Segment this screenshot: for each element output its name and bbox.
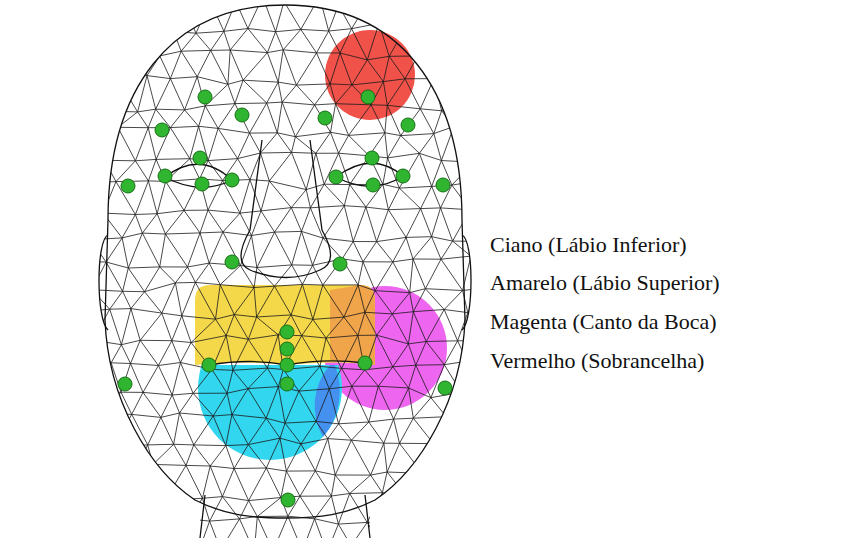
feature-point: [436, 178, 450, 192]
feature-point: [358, 356, 372, 370]
feature-point: [366, 178, 380, 192]
legend-text: Ciano (Lábio Inferior): [490, 230, 687, 260]
feature-point: [401, 118, 415, 132]
feature-point: [193, 151, 207, 165]
feature-point: [280, 325, 294, 339]
legend-text: Amarelo (Lábio Superior): [490, 268, 720, 298]
mesh-lines: [75, 0, 514, 538]
feature-point: [280, 342, 294, 356]
feature-point: [121, 179, 135, 193]
feature-point: [318, 111, 332, 125]
feature-point: [225, 173, 239, 187]
feature-point: [198, 90, 212, 104]
face-outline: [99, 5, 471, 538]
feature-point: [225, 255, 239, 269]
feature-point: [158, 169, 172, 183]
feature-point: [365, 151, 379, 165]
feature-point: [396, 169, 410, 183]
feature-point: [361, 90, 375, 104]
wireframe-mesh: [75, 0, 514, 538]
feature-point: [155, 123, 169, 137]
legend-text: Vermelho (Sobrancelha): [490, 346, 704, 376]
feature-point: [118, 377, 132, 391]
overlap-region: [315, 365, 340, 437]
feature-point: [202, 358, 216, 372]
upper-lip-region: [195, 285, 375, 365]
legend-text: Magenta (Canto da Boca): [490, 307, 717, 337]
feature-point: [333, 257, 347, 271]
feature-point: [438, 381, 452, 395]
feature-points: [118, 90, 452, 507]
feature-point: [280, 358, 294, 372]
feature-point: [281, 493, 295, 507]
colored-regions: [195, 30, 447, 460]
feature-point: [329, 170, 343, 184]
feature-point: [280, 377, 294, 391]
feature-point: [195, 177, 209, 191]
feature-point: [235, 108, 249, 122]
